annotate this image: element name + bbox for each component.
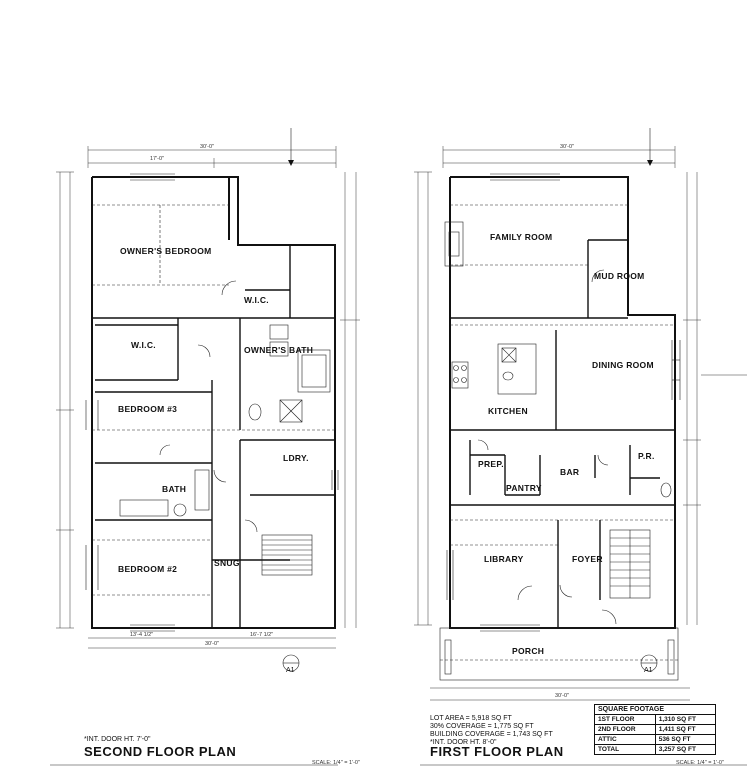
- fireplace-icon: [444, 221, 464, 267]
- first-bottom-width-dim: 30'-0": [555, 693, 569, 699]
- room-family-room: FAMILY ROOM: [490, 232, 552, 242]
- table-row: 1ST FLOOR 1,310 SQ FT: [594, 714, 717, 725]
- lot-area-note: LOT AREA = 5,918 SQ FT: [430, 715, 512, 722]
- table-row: TOTAL 3,257 SQ FT: [594, 744, 717, 755]
- room-bar: BAR: [560, 467, 579, 477]
- first-floor-plan: 30'-0" 30'-0": [414, 128, 747, 766]
- square-footage-title: SQUARE FOOTAGE: [594, 704, 716, 715]
- second-floor-plan: 30'-0" 17'-0" 30'-0" 13'-4 1/2" 16'-7 1/…: [50, 128, 360, 766]
- sqft-value: 1,411 SQ FT: [654, 724, 717, 735]
- room-porch: PORCH: [512, 646, 544, 656]
- second-overall-width-dim: 30'-0": [200, 144, 214, 150]
- room-wic-owner: W.I.C.: [244, 295, 269, 305]
- table-row: ATTIC 536 SQ FT: [594, 734, 717, 745]
- second-floor-plan-title: SECOND FLOOR PLAN: [84, 744, 236, 759]
- room-snug: SNUG: [214, 558, 240, 568]
- north-arrow-second: [288, 160, 294, 166]
- coverage-30-note: 30% COVERAGE = 1,775 SQ FT: [430, 723, 534, 730]
- first-floor-plan-title: FIRST FLOOR PLAN: [430, 744, 564, 759]
- table-row: 2ND FLOOR 1,411 SQ FT: [594, 724, 717, 735]
- room-bath: BATH: [162, 484, 186, 494]
- room-owners-bedroom: OWNER'S BEDROOM: [120, 246, 212, 256]
- room-laundry: LDRY.: [283, 453, 309, 463]
- second-top-left-dim: 17'-0": [150, 156, 164, 162]
- sqft-label: 1ST FLOOR: [594, 714, 656, 725]
- sqft-value: 536 SQ FT: [654, 734, 717, 745]
- room-wic-bedroom3: W.I.C.: [131, 340, 156, 350]
- room-powder-room: P.R.: [638, 451, 655, 461]
- room-prep: PREP.: [478, 459, 504, 469]
- second-door-height-note: *INT. DOOR HT. 7'-0": [84, 736, 151, 743]
- room-bedroom-3: BEDROOM #3: [118, 404, 177, 414]
- section-marker-label-first: A1: [644, 667, 653, 674]
- kitchen-island: [497, 343, 537, 395]
- room-library: LIBRARY: [484, 554, 524, 564]
- porch-outline: [439, 627, 679, 681]
- sqft-label: ATTIC: [594, 734, 656, 745]
- first-overall-width-dim: 30'-0": [560, 144, 574, 150]
- building-coverage-note: BUILDING COVERAGE = 1,743 SQ FT: [430, 731, 553, 738]
- second-scale-label: SCALE: 1/4" = 1'-0": [312, 760, 360, 766]
- sqft-value: 1,310 SQ FT: [654, 714, 717, 725]
- second-bottom-right-dim: 16'-7 1/2": [250, 632, 273, 638]
- room-bedroom-2: BEDROOM #2: [118, 564, 177, 574]
- sqft-label: 2ND FLOOR: [594, 724, 656, 735]
- room-kitchen: KITCHEN: [488, 406, 528, 416]
- range-icon: [451, 361, 469, 389]
- sqft-value: 3,257 SQ FT: [654, 744, 717, 755]
- second-bottom-width-dim: 30'-0": [205, 641, 219, 647]
- square-footage-table: SQUARE FOOTAGE 1ST FLOOR 1,310 SQ FT 2ND…: [594, 704, 717, 755]
- first-door-height-note: *INT. DOOR HT. 8'-0": [430, 739, 497, 746]
- first-scale-label: SCALE: 1/4" = 1'-0": [676, 760, 724, 766]
- section-marker-label: A1: [286, 667, 295, 674]
- room-pantry: PANTRY: [506, 483, 542, 493]
- room-mud-room: MUD ROOM: [594, 271, 645, 281]
- room-dining-room: DINING ROOM: [592, 360, 654, 370]
- room-owners-bath: OWNER'S BATH: [244, 345, 313, 355]
- sqft-label: TOTAL: [594, 744, 656, 755]
- room-foyer: FOYER: [572, 554, 603, 564]
- north-arrow-first: [647, 160, 653, 166]
- second-bottom-left-dim: 13'-4 1/2": [130, 632, 153, 638]
